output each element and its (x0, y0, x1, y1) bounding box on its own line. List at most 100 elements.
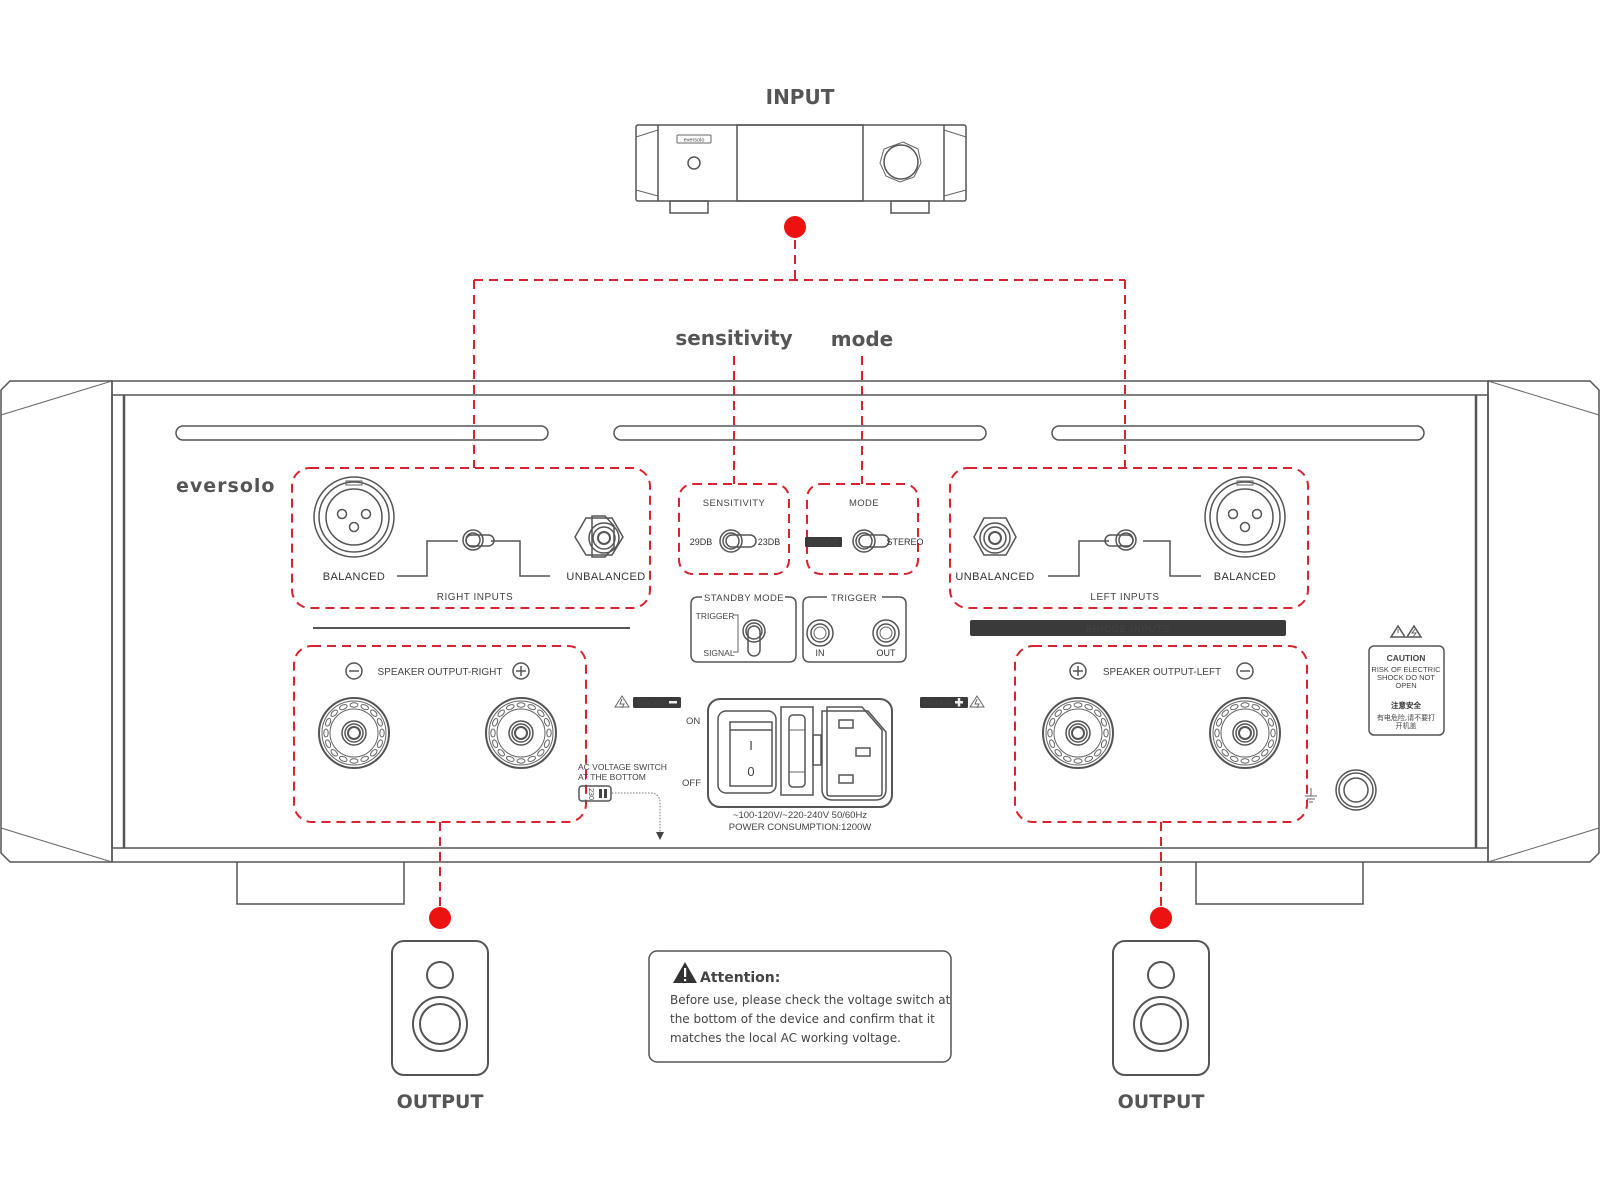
speaker-output-right-group: SPEAKER OUTPUT-RIGHT (293, 645, 587, 823)
left-inputs-group: UNBALANCED BALANCED LEFT INPUTS (949, 467, 1309, 609)
left-output-dot (1150, 907, 1172, 929)
svg-text:有电危险,请不要打: 有电危险,请不要打 (1377, 713, 1435, 722)
right-unbalanced-label: UNBALANCED (566, 571, 645, 583)
speaker-output-right-label: SPEAKER OUTPUT-RIGHT (377, 667, 502, 678)
input-device: eversolo (635, 124, 967, 214)
right-input-selector-toggle[interactable] (397, 529, 550, 577)
svg-text:230: 230 (587, 788, 594, 800)
standby-trigger-label: TRIGGER (696, 611, 735, 621)
bridge-minus-tag: BRIDGE (614, 695, 681, 709)
callout-lines (733, 356, 863, 484)
mode-bridge-label: BRIDGE (808, 538, 839, 547)
mode-stereo-label: STEREO (886, 537, 923, 547)
left-speaker-icon (1112, 940, 1210, 1076)
arrow-down-icon (656, 832, 664, 840)
svg-text:SHOCK DO NOT: SHOCK DO NOT (1377, 673, 1435, 682)
left-unbalanced-label: UNBALANCED (955, 571, 1034, 583)
left-unbalanced-rca-jack[interactable] (973, 517, 1017, 556)
left-minus-binding-post[interactable] (1209, 697, 1281, 769)
svg-text:AC VOLTAGE SWITCH: AC VOLTAGE SWITCH (578, 762, 667, 772)
fuse-holder (780, 706, 822, 796)
warning-triangle-icon (1389, 624, 1407, 638)
power-consumption-label: POWER CONSUMPTION:1200W (729, 822, 872, 833)
sensitivity-label: SENSITIVITY (703, 498, 766, 509)
svg-text:注意安全: 注意安全 (1391, 700, 1421, 710)
standby-signal-label: SIGNAL (703, 648, 734, 658)
input-title: INPUT (766, 85, 835, 109)
minus-icon (669, 701, 677, 704)
sensitivity-29db-label: 29DB (690, 537, 713, 547)
left-output-title: OUTPUT (1118, 1091, 1205, 1113)
svg-text:eversolo: eversolo (684, 138, 705, 144)
left-inputs-label: LEFT INPUTS (1090, 592, 1159, 603)
ground-icon (1305, 788, 1317, 803)
input-power-button (687, 156, 701, 170)
warning-triangle-icon (614, 695, 630, 709)
svg-text:BRIDGE INPUTS: BRIDGE INPUTS (1086, 624, 1170, 635)
mode-label: MODE (849, 498, 879, 509)
right-balanced-label: BALANCED (323, 571, 386, 583)
standby-mode-label: STANDBY MODE (704, 593, 784, 604)
amplifier-brand-logo: eversolo (176, 475, 275, 497)
svg-text:0: 0 (747, 764, 754, 779)
warning-triangle-icon (673, 962, 697, 983)
sensitivity-toggle-switch[interactable] (719, 529, 757, 553)
voltage-spec-label: ~100-120V/~220-240V 50/60Hz (733, 810, 867, 821)
input-routing-lines (473, 240, 1126, 468)
plus-icon (512, 662, 530, 680)
svg-text:BRIDGE: BRIDGE (923, 699, 952, 708)
left-balanced-label: BALANCED (1214, 571, 1277, 583)
caution-label: CAUTION RISK OF ELECTRIC SHOCK DO NOT OP… (1368, 624, 1445, 736)
input-volume-knob-icon (879, 141, 922, 183)
sensitivity-23db-label: 23DB (758, 537, 781, 547)
svg-text:the bottom of the device and c: the bottom of the device and confirm tha… (670, 1012, 935, 1026)
input-connection-dot (784, 216, 806, 238)
right-balanced-xlr-connector[interactable] (313, 476, 395, 558)
trigger-label: TRIGGER (831, 593, 877, 604)
svg-text:Before use, please check the v: Before use, please check the voltage swi… (670, 993, 951, 1007)
trigger-in-jack[interactable] (806, 619, 834, 647)
ac-voltage-switch[interactable]: 230 (578, 785, 612, 802)
sensitivity-group: SENSITIVITY 29DB 23DB (678, 483, 790, 575)
power-on-label: ON (686, 716, 700, 727)
trigger-out-label: OUT (877, 648, 897, 658)
trigger-out-jack[interactable] (872, 619, 900, 647)
svg-text:OPEN: OPEN (1395, 681, 1416, 690)
right-output-dot (429, 907, 451, 929)
trigger-in-label: IN (816, 648, 825, 658)
electric-shock-warning-icon (1405, 624, 1423, 638)
svg-text:matches the local AC working v: matches the local AC working voltage. (670, 1031, 901, 1045)
bridge-plus-tag: BRIDGE (920, 695, 985, 709)
minus-icon (345, 662, 363, 680)
ac-voltage-switch-note: AC VOLTAGE SWITCH AT THE BOTTOM 230 (578, 762, 667, 840)
power-rocker-switch[interactable]: I 0 (717, 710, 777, 794)
trigger-group: TRIGGER IN OUT (802, 593, 907, 663)
left-plus-binding-post[interactable] (1042, 697, 1114, 769)
mode-toggle-switch[interactable] (852, 529, 890, 553)
standby-mode-toggle-switch[interactable] (742, 619, 766, 657)
iec-power-inlet[interactable] (821, 706, 887, 801)
right-inputs-label: RIGHT INPUTS (437, 592, 513, 603)
power-off-label: OFF (682, 778, 701, 789)
right-minus-binding-post[interactable] (318, 697, 390, 769)
input-brand-badge (676, 134, 712, 144)
attention-notice: Attention: Before use, please check the … (648, 950, 952, 1063)
ground-terminal[interactable] (1335, 769, 1377, 811)
standby-mode-group: STANDBY MODE TRIGGER SIGNAL (690, 593, 797, 663)
sensitivity-callout: sensitivity (675, 326, 792, 350)
left-balanced-xlr-connector[interactable] (1204, 476, 1286, 558)
left-input-selector-toggle[interactable] (1048, 529, 1201, 577)
right-plus-binding-post[interactable] (485, 697, 557, 769)
svg-text:AT THE BOTTOM: AT THE BOTTOM (578, 772, 646, 782)
mode-group: MODE BRIDGE STEREO (805, 483, 924, 575)
power-module: ON OFF I 0 ~100-120V/~220-240V 50/60Hz P… (682, 698, 893, 833)
speaker-output-left-group: SPEAKER OUTPUT-LEFT (1014, 645, 1308, 823)
right-inputs-group: BALANCED UNBALANCED RIGHT INPUTS (291, 467, 651, 609)
right-speaker-icon (391, 940, 489, 1076)
plus-icon (955, 698, 963, 707)
right-unbalanced-rca-jack[interactable] (574, 515, 624, 558)
plus-icon (1069, 662, 1087, 680)
minus-icon (1236, 662, 1254, 680)
speaker-output-left-label: SPEAKER OUTPUT-LEFT (1103, 667, 1221, 678)
